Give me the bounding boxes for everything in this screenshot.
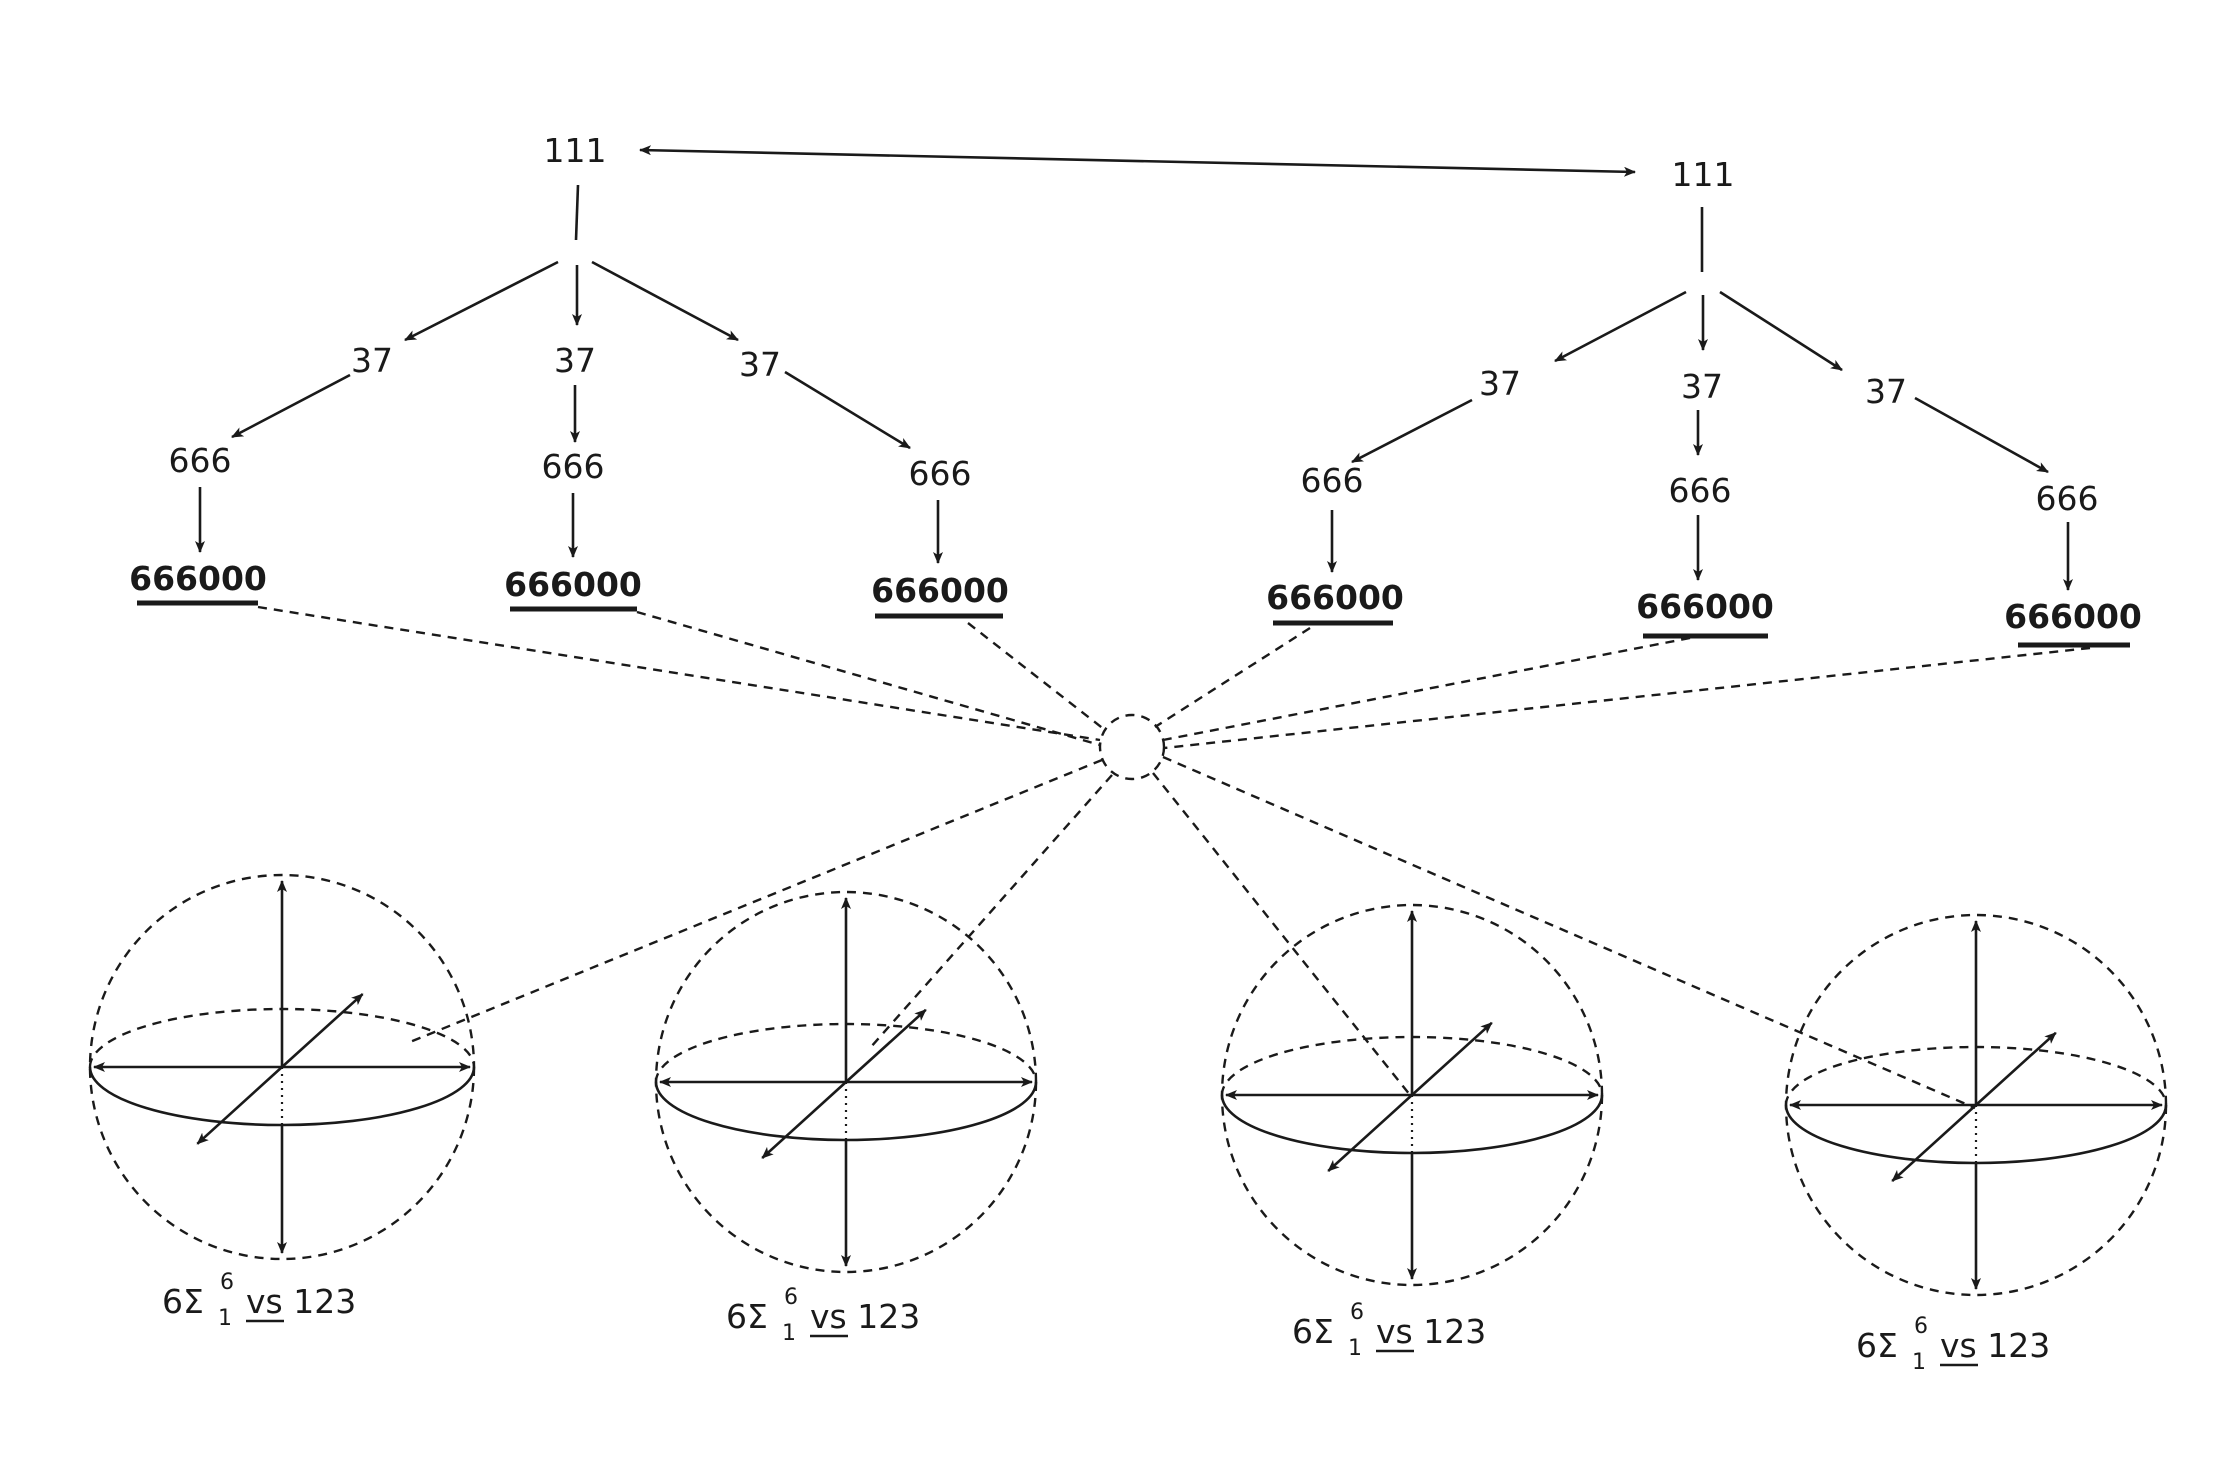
leaf-label: 666 bbox=[542, 447, 605, 486]
connector-line bbox=[869, 774, 1113, 1049]
axis-arrow-back bbox=[1411, 1021, 1493, 1096]
connector-lines bbox=[257, 605, 2091, 1110]
leaf-label: 666 bbox=[2036, 479, 2099, 518]
sphere-label-rest: vs 123 bbox=[1376, 1312, 1486, 1351]
mid-arrow-3 bbox=[784, 370, 911, 450]
branch-arrow-3 bbox=[1719, 290, 1843, 372]
mid-arrow-1 bbox=[231, 373, 351, 439]
mid-label: 37 bbox=[1479, 364, 1521, 403]
sum-label: 666000 bbox=[1266, 578, 1404, 617]
tree-right: 111 37 37 37 666 666 666 666000 666000 6… bbox=[1266, 155, 2142, 648]
sphere-2: 6Σ 6 1 vs 123 bbox=[654, 890, 1038, 1346]
sphere-label-superscript: 6 bbox=[220, 1270, 234, 1295]
sum-label: 666000 bbox=[871, 571, 1009, 610]
sum-label: 666000 bbox=[129, 559, 267, 598]
mid-label: 37 bbox=[1681, 367, 1723, 406]
axis-arrow-back bbox=[281, 993, 364, 1068]
sphere-label-rest: vs 123 bbox=[810, 1297, 920, 1336]
connector-line bbox=[1152, 772, 1411, 1096]
sphere-label-superscript: 6 bbox=[1350, 1300, 1364, 1325]
tree-root-label: 111 bbox=[1672, 155, 1735, 194]
leaf-label: 666 bbox=[1301, 461, 1364, 500]
axis-arrow-front bbox=[196, 1066, 283, 1145]
leaf-label: 666 bbox=[1669, 471, 1732, 510]
axis-arrow-back bbox=[845, 1008, 927, 1083]
sphere-label-superscript: 6 bbox=[784, 1285, 798, 1310]
mid-label: 37 bbox=[739, 345, 781, 384]
connector-line bbox=[1154, 626, 1311, 729]
connector-line bbox=[967, 622, 1106, 731]
root-link-arrow bbox=[639, 145, 1636, 177]
sphere-label-subscript: 1 bbox=[782, 1321, 796, 1346]
sphere-3: 6Σ 6 1 vs 123 bbox=[1220, 903, 1604, 1361]
sphere-label-subscript: 1 bbox=[1912, 1350, 1926, 1375]
sphere-1: 6Σ 6 1 vs 123 bbox=[88, 873, 476, 1331]
sum-label: 666000 bbox=[2004, 597, 2142, 636]
branch-arrow-1 bbox=[404, 260, 559, 342]
sum-label: 666000 bbox=[504, 565, 642, 604]
mid-label: 37 bbox=[1865, 372, 1907, 411]
sphere-label-subscript: 1 bbox=[1348, 1336, 1362, 1361]
sphere-label-sigma: 6Σ bbox=[1856, 1326, 1898, 1365]
mid-label: 37 bbox=[554, 341, 596, 380]
mid-arrow-1 bbox=[1351, 398, 1473, 464]
sphere-label-sigma: 6Σ bbox=[726, 1297, 768, 1336]
connector-line bbox=[1163, 646, 2091, 750]
sphere-label-sigma: 6Σ bbox=[1292, 1312, 1334, 1351]
axis-arrow-back bbox=[1975, 1031, 2057, 1106]
sphere-label-rest: vs 123 bbox=[1940, 1326, 2050, 1365]
sphere-4: 6Σ 6 1 vs 123 bbox=[1784, 913, 2168, 1375]
mid-arrow-3 bbox=[1914, 396, 2049, 474]
connector-line bbox=[257, 605, 1101, 742]
sphere-label-subscript: 1 bbox=[218, 1306, 232, 1331]
axis-arrow-front bbox=[1891, 1104, 1977, 1182]
axis-arrow-front bbox=[761, 1081, 847, 1159]
connector-line bbox=[409, 758, 1103, 1044]
sphere-label-rest: vs 123 bbox=[246, 1282, 356, 1321]
connector-line bbox=[1162, 636, 1691, 742]
connector-line bbox=[636, 610, 1101, 747]
branch-arrow-1 bbox=[1554, 290, 1687, 363]
central-junction-circle bbox=[1098, 713, 1166, 781]
sphere-label-superscript: 6 bbox=[1914, 1314, 1928, 1339]
leaf-label: 666 bbox=[169, 441, 232, 480]
axis-arrow-front bbox=[1327, 1094, 1413, 1172]
connector-line bbox=[1162, 755, 1976, 1110]
root-stem bbox=[574, 184, 580, 241]
branch-arrow-3 bbox=[591, 260, 739, 342]
spheres-group: 6Σ 6 1 vs 123 6Σ 6 1 vs 123 6Σ 6 1 vs 123 6Σ 6 1 vs 123 bbox=[88, 873, 2168, 1375]
sum-label: 666000 bbox=[1636, 587, 1774, 626]
mid-label: 37 bbox=[351, 341, 393, 380]
tree-left: 111 37 37 37 666 666 666 666000 666000 6… bbox=[129, 131, 1009, 619]
tree-root-label: 111 bbox=[544, 131, 607, 170]
leaf-label: 666 bbox=[909, 454, 972, 493]
sphere-label-sigma: 6Σ bbox=[162, 1282, 204, 1321]
